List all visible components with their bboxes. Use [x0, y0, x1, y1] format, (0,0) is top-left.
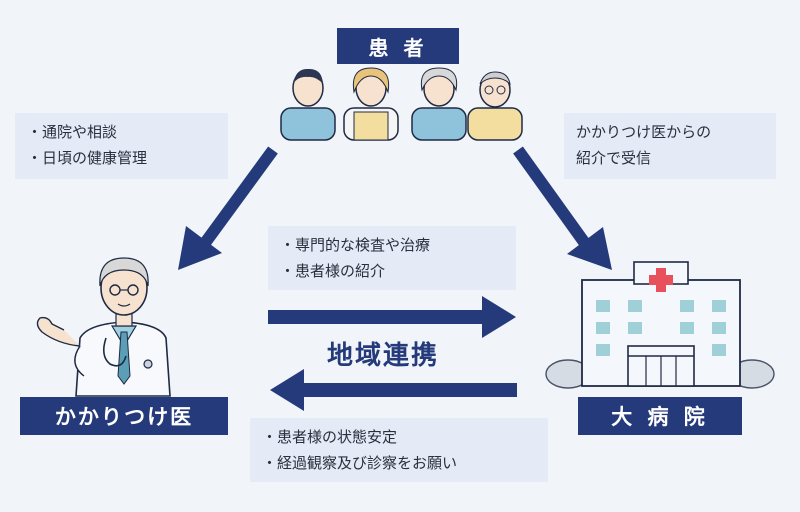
- patient-person-2-icon: [343, 67, 399, 141]
- hospital-illustration: [545, 261, 775, 389]
- doctor-illustration: [36, 257, 171, 397]
- patient-person-3-icon: [411, 67, 467, 141]
- note-gp-to-hospital-line-2: ・患者様の紹介: [280, 262, 386, 280]
- hospital-label: 大 病 院: [578, 397, 742, 435]
- note-patient-to-hospital-line-2: 紹介で受信: [576, 149, 652, 167]
- note-hospital-to-gp-line-2: ・経過観察及び診察をお願い: [262, 454, 458, 472]
- note-hospital-to-gp: ・患者様の状態安定 ・経過観察及び診察をお願い: [250, 418, 548, 482]
- patients-illustration: [280, 67, 523, 141]
- note-gp-to-hospital-line-1: ・専門的な検査や治療: [280, 236, 431, 254]
- note-hospital-to-gp-line-1: ・患者様の状態安定: [262, 428, 398, 446]
- arrow-patient-to-hospital: [513, 146, 612, 270]
- gp-label: かかりつけ医: [20, 397, 228, 435]
- note-patient-to-hospital: かかりつけ医からの 紹介で受信: [564, 113, 776, 179]
- center-title: 地域連携: [327, 341, 440, 371]
- note-patient-to-hospital-line-1: かかりつけ医からの: [576, 123, 712, 141]
- arrow-gp-to-hospital: [268, 296, 516, 338]
- note-patient-to-gp-line-1: ・通院や相談: [27, 123, 118, 141]
- note-gp-to-hospital: ・専門的な検査や治療 ・患者様の紹介: [268, 226, 516, 290]
- arrow-hospital-to-gp: [270, 369, 517, 411]
- note-patient-to-gp: ・通院や相談 ・日頃の健康管理: [15, 113, 228, 179]
- patient-label: 患 者: [337, 28, 459, 64]
- hospital-icon: [545, 261, 775, 389]
- patient-person-1-icon: [280, 68, 336, 141]
- note-patient-to-gp-line-2: ・日頃の健康管理: [27, 149, 148, 167]
- doctor-icon: [36, 257, 171, 397]
- arrow-patient-to-gp: [178, 146, 278, 270]
- patient-person-4-icon: [467, 71, 523, 141]
